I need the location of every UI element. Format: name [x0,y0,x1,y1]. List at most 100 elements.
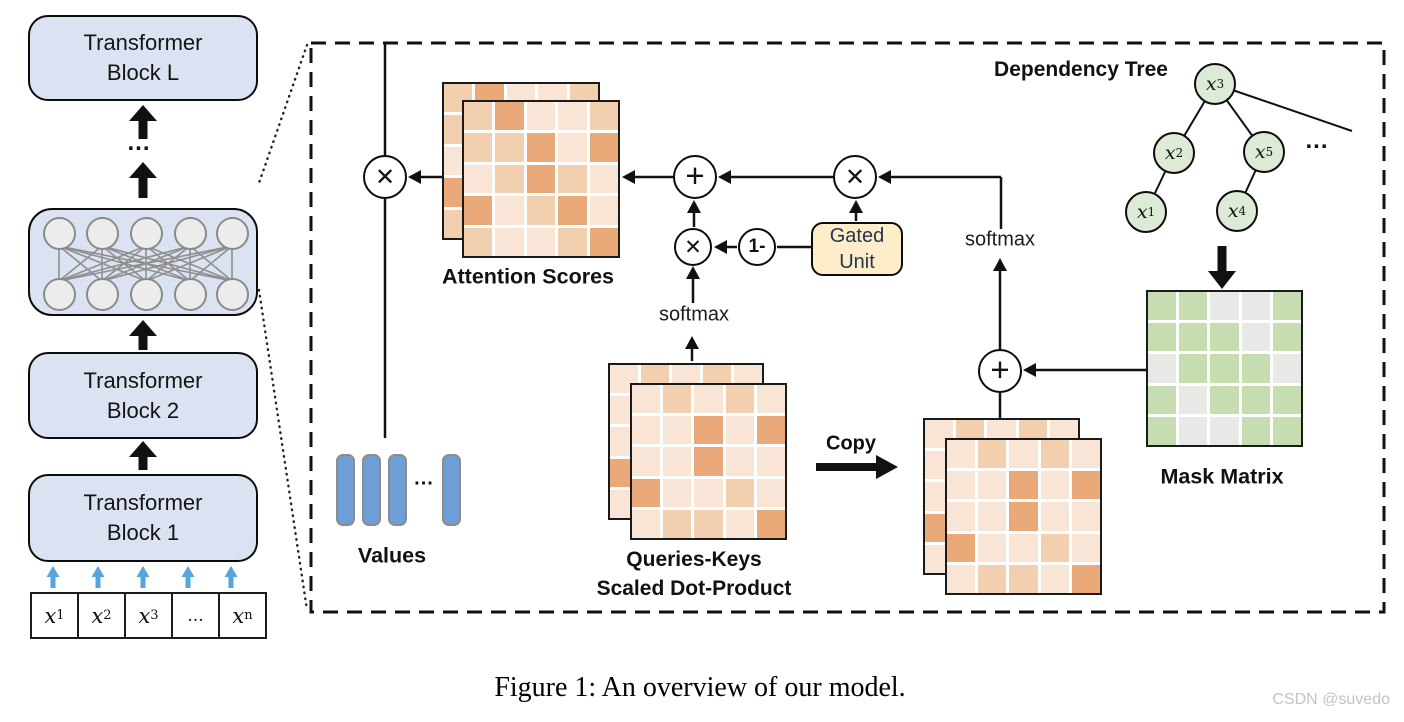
node-base: x [1205,73,1217,95]
projection-lines [257,43,309,612]
matrix-cell [1272,292,1301,321]
matrix-cell [1179,416,1208,445]
matrix-cell [632,509,661,538]
matrix-cell [495,196,524,225]
matrix-cell [1179,323,1208,352]
node-base: x [1164,142,1176,164]
matrix-cell [464,164,493,194]
neuron-link [58,245,233,282]
matrix-cell [632,416,661,445]
nn-neuron [85,277,119,311]
tree-ellipsis: ... [1305,126,1329,154]
matrix-cell [526,227,556,256]
matrix-cell [978,471,1007,500]
plus-glyph: + [685,156,705,194]
matrix-cell [1148,385,1177,414]
matrix-cell [1241,292,1270,321]
neuron-link [189,245,233,282]
token-base: x [44,603,57,628]
matrix-cell [663,385,692,414]
nn-neuron [129,277,163,311]
matrix-cell [725,416,754,445]
nn-neuron [215,216,249,250]
attention-layer-box [28,208,258,316]
matrix-cell [464,227,493,256]
matrix-cell [495,227,524,256]
dashed-zoom-box [309,41,1386,614]
matrix-cell [1241,385,1270,414]
token-base: x [91,603,104,628]
input-token-ellipsis: ... [171,592,220,639]
value-vector [442,454,461,526]
matrix-cell [694,509,723,538]
softmax-left-label: softmax [658,303,730,326]
queries-keys-label: Queries-Keys Scaled Dot-Product [596,548,792,600]
gated-unit-box: Gated Unit [811,222,903,276]
matrix-cell [589,164,618,194]
matrix-cell [663,447,692,476]
nn-neuron [42,277,76,311]
matrix-cell [464,133,493,162]
matrix-cell [1040,440,1069,469]
matrix-cell [632,385,661,414]
matrix-cell [1009,533,1038,562]
neuron-link [58,245,191,282]
matrix-cell [663,416,692,445]
matrix-cell [978,502,1007,531]
queries-keys-matrix-front [630,383,787,540]
matrix-cell [464,102,493,131]
token-sub: n [244,608,253,623]
nn-neuron [42,216,76,250]
transformer-block-l-label: Transformer Block L [83,30,203,85]
matrix-cell [694,385,723,414]
multiply-glyph: ✕ [684,235,702,259]
matrix-cell [947,440,976,469]
matrix-cell [756,447,785,476]
token-base: ... [187,605,204,626]
transformer-block-1: Transformer Block 1 [28,474,258,562]
value-vector [336,454,355,526]
one-minus-glyph: 1- [748,236,766,257]
matrix-cell [1179,354,1208,383]
node-sub: 2 [1175,146,1184,160]
copied-matrix-front [945,438,1102,595]
matrix-cell [1210,416,1239,445]
matrix-cell [1148,354,1177,383]
matrix-cell [947,564,976,593]
token-base: x [138,603,151,628]
nn-neuron [173,216,207,250]
attention-scores-label: Attention Scores [441,264,615,289]
matrix-cell [632,478,661,507]
multiply-op-softmax: ✕ [674,228,712,266]
matrix-cell [663,478,692,507]
matrix-cell [725,447,754,476]
matrix-cell [1179,385,1208,414]
tree-to-mask-arrow [1208,246,1236,289]
nn-neuron [85,216,119,250]
matrix-cell [756,385,785,414]
matrix-cell [1071,471,1100,500]
token-sub: 1 [56,608,65,623]
matrix-cell [978,564,1007,593]
matrix-cell [756,416,785,445]
value-vector [388,454,407,526]
matrix-cell [725,478,754,507]
matrix-cell [526,102,556,131]
matrix-cell [1071,440,1100,469]
one-minus-op: 1- [738,228,776,266]
nn-neuron [215,277,249,311]
matrix-cell [558,196,587,225]
matrix-cell [1272,323,1301,352]
attention-scores-matrix-front [462,100,620,258]
nn-neuron [173,277,207,311]
matrix-cell [526,196,556,225]
matrix-cell [663,509,692,538]
matrix-cell [1210,385,1239,414]
flow-lines [383,44,1146,438]
matrix-cell [558,227,587,256]
